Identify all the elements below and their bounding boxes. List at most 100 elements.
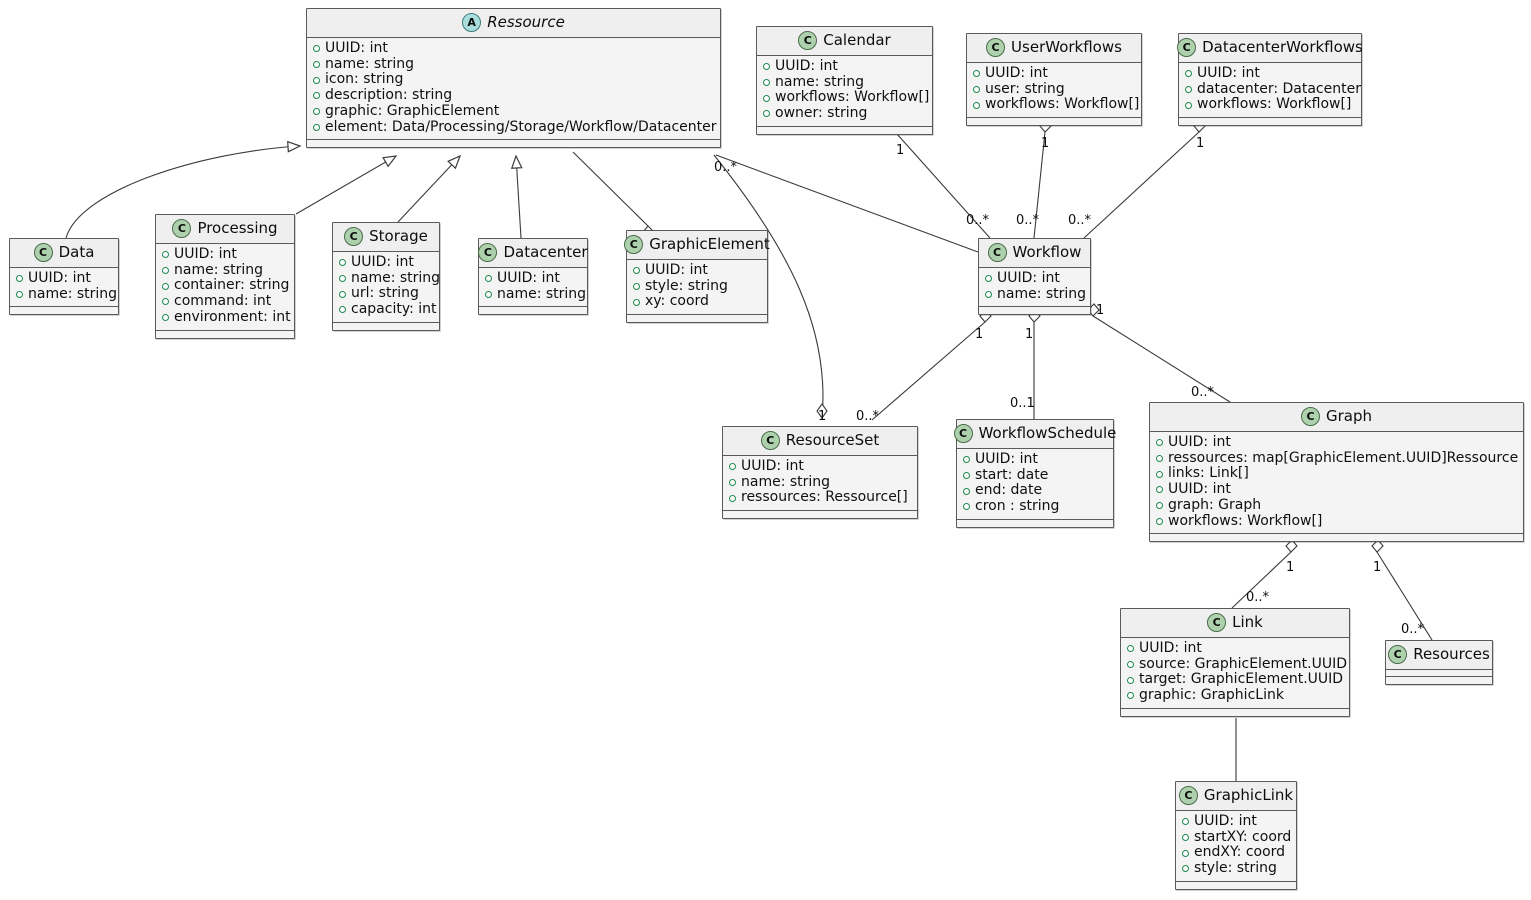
visibility-public-icon [763, 63, 770, 71]
operation-compartment-resources [1386, 677, 1492, 684]
attribute-row: UUID: int [973, 65, 1135, 82]
attribute-label: start: date [975, 466, 1049, 483]
class-name-workflowschedule: WorkflowSchedule [978, 424, 1117, 442]
attribute-label: name: string [174, 261, 264, 278]
multiplicity-label-m-wf-in-b: 0..* [1016, 213, 1040, 228]
visibility-public-icon [162, 267, 169, 275]
attribute-row: ressources: map[GraphicElement.UUID]Ress… [1156, 450, 1518, 467]
attribute-row: UUID: int [1156, 481, 1517, 498]
attribute-label: style: string [645, 277, 728, 294]
class-icon: C [798, 31, 818, 50]
multiplicity-label-m-userworkflows-1: 1 [1041, 136, 1050, 151]
visibility-public-icon [963, 456, 970, 464]
attribute-label: graph: Graph [1168, 496, 1262, 513]
class-name-link: Link [1232, 613, 1263, 631]
multiplicity-label-m-graph-link-star: 0..* [1246, 590, 1270, 605]
attribute-row: workflows: Workflow[] [973, 97, 1139, 113]
attribute-label: environment: int [174, 308, 291, 325]
visibility-public-icon [1156, 486, 1163, 494]
visibility-public-icon [963, 487, 970, 495]
attribute-label: ressources: Ressource[] [741, 489, 908, 506]
attribute-label: UUID: int [325, 40, 388, 56]
attribute-row: icon: string [313, 72, 714, 88]
attribute-label: UUID: int [997, 270, 1060, 286]
attribute-label: UUID: int [645, 262, 708, 278]
attribute-label: UUID: int [1194, 813, 1257, 829]
class-icon: C [1177, 38, 1197, 57]
attribute-label: name: string [28, 285, 118, 302]
visibility-public-icon [763, 94, 770, 102]
class-name-userworkflows: UserWorkflows [1011, 38, 1122, 56]
attribute-row: UUID: int [16, 270, 112, 287]
visibility-public-icon [313, 123, 320, 131]
attribute-label: capacity: int [351, 301, 437, 318]
attribute-row: start: date [963, 466, 1107, 484]
edge-datacenter-inherits-ressource [510, 154, 523, 239]
visibility-public-icon [313, 76, 320, 84]
abstract-class-icon: A [462, 13, 482, 32]
class-icon: C [344, 227, 364, 246]
multiplicity-label-m-wf-graph-1: 1 [1096, 303, 1105, 318]
attribute-compartment-resources [1386, 670, 1492, 677]
operation-compartment-graph [1150, 534, 1523, 542]
attribute-label: graphic: GraphicLink [1139, 687, 1284, 704]
attribute-row: ressources: Ressource[] [729, 490, 911, 506]
visibility-public-icon [339, 290, 346, 298]
class-name-data: Data [58, 243, 95, 261]
attribute-row: name: string [339, 270, 440, 287]
visibility-public-icon [973, 86, 980, 94]
attribute-row: links: Link[] [1156, 466, 1517, 482]
attribute-row: description: string [313, 87, 714, 104]
attribute-label: UUID: int [28, 270, 91, 286]
attribute-label: UUID: int [1139, 640, 1202, 656]
attribute-row: UUID: int [313, 40, 714, 57]
class-name-storage: Storage [369, 227, 428, 245]
attribute-row: workflows: Workflow[] [1156, 512, 1517, 530]
attribute-label: command: int [174, 293, 272, 310]
operation-compartment-graphicelement [627, 315, 767, 323]
operation-compartment-link [1121, 708, 1349, 716]
attribute-row: UUID: int [1127, 640, 1343, 657]
visibility-public-icon [1182, 834, 1189, 842]
multiplicity-label-m-rs-star: 0..* [856, 409, 880, 424]
attribute-label: xy: coord [645, 293, 709, 310]
attribute-row: endXY: coord [1182, 845, 1290, 861]
attribute-label: name: string [775, 73, 865, 90]
visibility-public-icon [1156, 439, 1163, 447]
edge-storage-inherits-ressource [397, 154, 462, 223]
visibility-public-icon [1156, 517, 1163, 525]
attribute-label: name: string [997, 285, 1087, 302]
attribute-label: name: string [497, 285, 587, 302]
attribute-label: workflows: Workflow[] [1168, 512, 1323, 529]
class-icon: C [1178, 786, 1198, 805]
attribute-label: workflows: Workflow[] [985, 96, 1140, 113]
